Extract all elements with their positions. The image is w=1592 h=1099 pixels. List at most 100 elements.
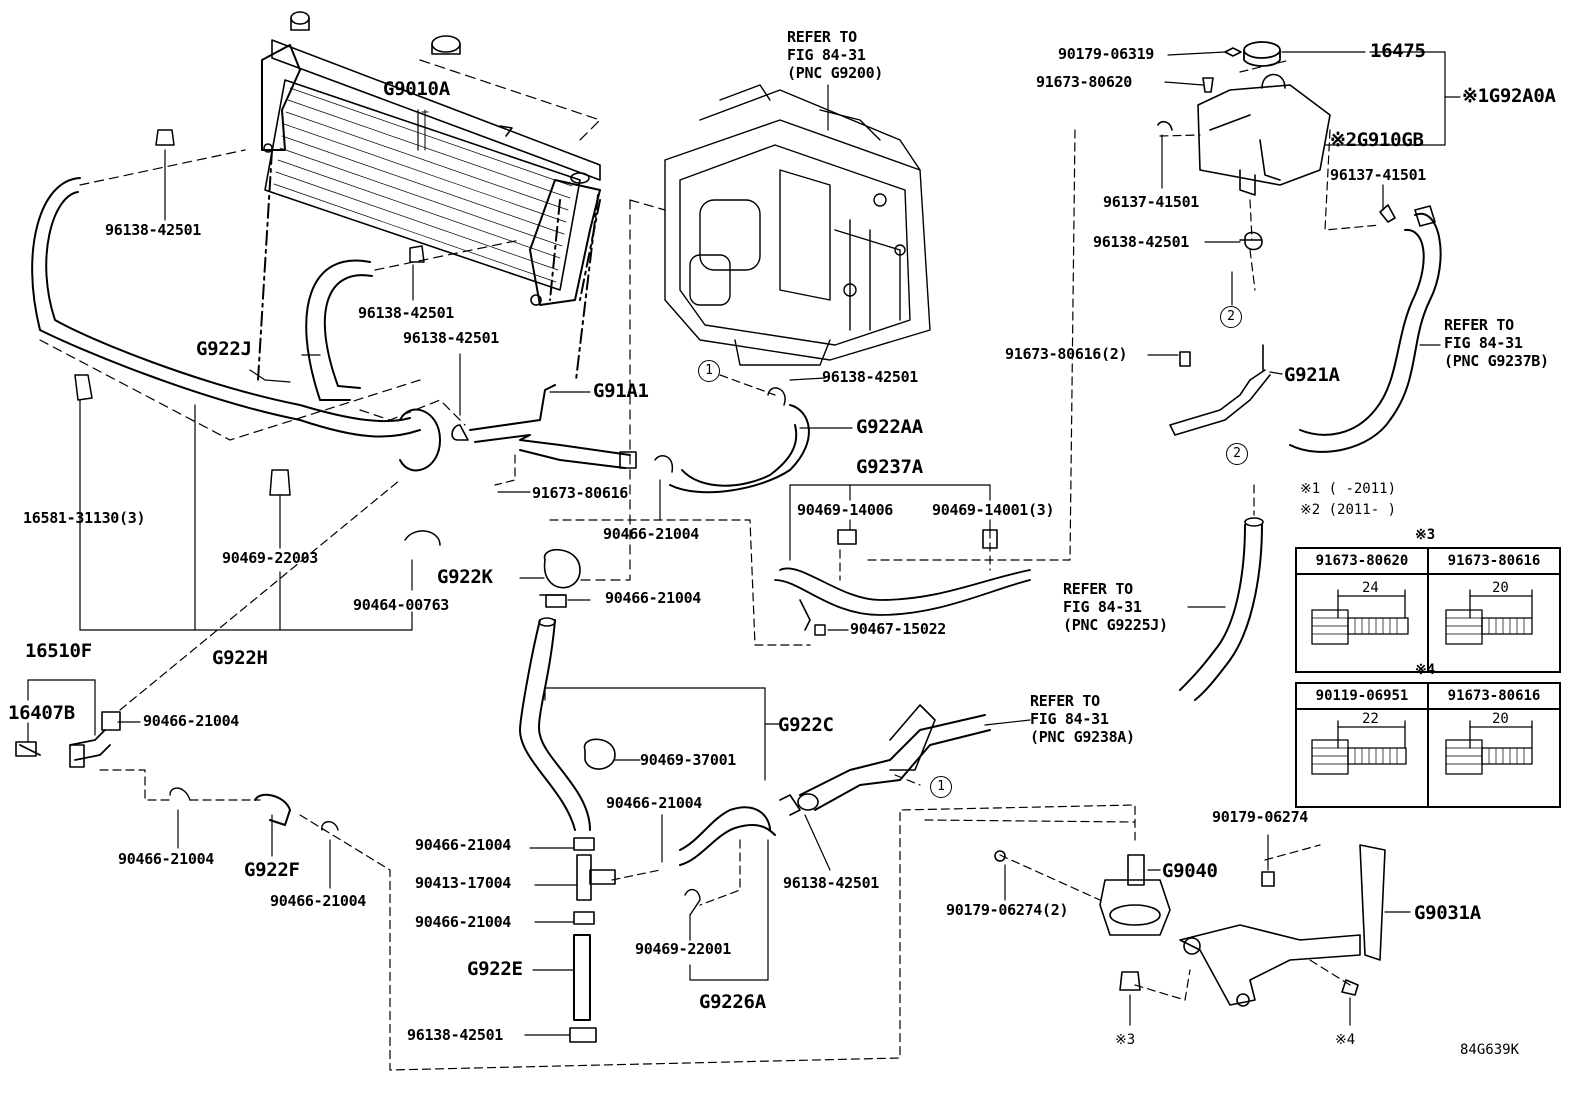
diagram-code: 84G639K xyxy=(1460,1042,1520,1058)
ref-line: REFER TO xyxy=(1444,316,1514,334)
part-number-label: 90466-21004 xyxy=(606,794,703,812)
ref-line: REFER TO xyxy=(787,28,857,46)
bolt-part-number: 91673-80616 xyxy=(1427,682,1561,710)
callout-g922h: G922H xyxy=(212,647,268,669)
footnote-ref-star4: ※4 xyxy=(1335,1032,1356,1048)
bolt-length: 20 xyxy=(1492,711,1509,727)
ref-line: REFER TO xyxy=(1063,580,1133,598)
bolt-length: 24 xyxy=(1362,580,1379,596)
bolt-illustration-cell xyxy=(1295,708,1429,808)
reference-g9225j: REFER TO FIG 84-31 (PNC G9225J) xyxy=(1063,580,1168,634)
callout-g9031a: G9031A xyxy=(1414,902,1481,924)
part-number-label: 90469-22003 xyxy=(222,549,319,567)
ref-line: FIG 84-31 xyxy=(787,46,866,64)
pump-drawing xyxy=(1099,844,1386,1007)
part-number-label: 91673-80616 xyxy=(532,484,629,502)
bolt-illustration-cell xyxy=(1427,708,1561,808)
part-number-label: 90466-21004 xyxy=(118,850,215,868)
part-number-label: 96138-42501 xyxy=(407,1026,504,1044)
hose-g9225j xyxy=(1179,524,1263,701)
bolt-length: 22 xyxy=(1362,711,1379,727)
ref-line: (PNC G9225J) xyxy=(1063,616,1168,634)
part-number-label: 90466-21004 xyxy=(605,589,702,607)
part-number-label: 96138-42501 xyxy=(403,329,500,347)
part-number-label: 90179-06274(2) xyxy=(946,901,1069,919)
radiator-drawing xyxy=(261,11,601,306)
ref-line: (PNC G9238A) xyxy=(1030,728,1135,746)
part-number-label: 91673-80616(2) xyxy=(1005,345,1128,363)
callout-g922c: G922C xyxy=(778,714,834,736)
part-number-label: 90466-21004 xyxy=(415,913,512,931)
part-number-label: 90469-22001 xyxy=(635,940,732,958)
part-number-label: 96138-42501 xyxy=(783,874,880,892)
callout-16510f: 16510F xyxy=(25,640,92,662)
part-number-label: 16581-31130(3) xyxy=(23,509,146,527)
footnote-2: ※2 (2011- ) xyxy=(1300,502,1397,518)
part-number-label: 96138-42501 xyxy=(358,304,455,322)
hose-g922aa xyxy=(669,404,810,494)
part-number-label: 96138-42501 xyxy=(105,221,202,239)
callout-g922j: G922J xyxy=(196,338,252,360)
bolt-table-3: 91673-80620 91673-80616 xyxy=(1295,547,1561,673)
part-number-label: 90469-14006 xyxy=(797,501,894,519)
callout-g9010a: G9010A xyxy=(383,78,450,100)
part-number-label: 90179-06319 xyxy=(1058,45,1155,63)
circle-marker-1: 1 xyxy=(698,360,720,382)
pipe-g91a1 xyxy=(469,384,631,469)
part-number-label: 90469-37001 xyxy=(640,751,737,769)
hose-g9237a xyxy=(774,567,1031,616)
bolt-part-number: 91673-80620 xyxy=(1295,547,1429,575)
callout-g9226a: G9226A xyxy=(699,991,766,1013)
leader-lines xyxy=(27,51,1461,1036)
reference-g9238a: REFER TO FIG 84-31 (PNC G9238A) xyxy=(1030,692,1135,746)
part-number-label: 90464-00763 xyxy=(353,596,450,614)
ref-line: FIG 84-31 xyxy=(1063,598,1142,616)
part-number-label: 90466-21004 xyxy=(415,836,512,854)
valve-g922k xyxy=(543,548,581,589)
part-number-label: 90413-17004 xyxy=(415,874,512,892)
part-number-label: 91673-80620 xyxy=(1036,73,1133,91)
part-number-label: 90466-21004 xyxy=(603,525,700,543)
circle-marker-1: 1 xyxy=(930,776,952,798)
hose-g922e xyxy=(573,934,591,1021)
ref-line: (PNC G9237B) xyxy=(1444,352,1549,370)
hose-g922j xyxy=(305,259,371,401)
part-number-label: 96137-41501 xyxy=(1103,193,1200,211)
ref-line: REFER TO xyxy=(1030,692,1100,710)
callout-16475: 16475 xyxy=(1370,40,1426,62)
bolt-illustration-cell xyxy=(1295,573,1429,673)
hose-g9237b xyxy=(1289,212,1442,453)
circle-marker-2: 2 xyxy=(1226,443,1248,465)
reference-g9237b: REFER TO FIG 84-31 (PNC G9237B) xyxy=(1444,316,1549,370)
reservoir-drawing xyxy=(1197,73,1331,196)
ref-line: (PNC G9200) xyxy=(787,64,884,82)
bolt-table-4: 90119-06951 91673-80616 xyxy=(1295,682,1561,808)
bolt-length: 20 xyxy=(1492,580,1509,596)
callout-g910gb: ※2G910GB xyxy=(1330,129,1424,151)
callout-g922e: G922E xyxy=(467,958,523,980)
hose-g922f xyxy=(254,793,291,826)
inverter-drawing xyxy=(579,84,931,581)
part-number-label: 90469-14001(3) xyxy=(932,501,1055,519)
callout-16407b: 16407B xyxy=(8,702,75,724)
circle-marker-2: 2 xyxy=(1220,306,1242,328)
bracket-g921a xyxy=(1169,369,1271,436)
callout-g91a1: G91A1 xyxy=(593,380,649,402)
hose-g922h xyxy=(31,149,441,472)
footnote-1: ※1 ( -2011) xyxy=(1300,481,1397,497)
callout-g92a0a: ※1G92A0A xyxy=(1462,85,1556,107)
footnote-ref-star3: ※3 xyxy=(1115,1032,1136,1048)
part-number-label: 96138-42501 xyxy=(1093,233,1190,251)
bolt-illustration-cell xyxy=(1427,573,1561,673)
hose-g922c xyxy=(519,619,591,831)
bolt-part-number: 91673-80616 xyxy=(1427,547,1561,575)
pipe-g9238a xyxy=(799,714,991,811)
part-number-label: 90466-21004 xyxy=(270,892,367,910)
hose-clamps xyxy=(74,129,1263,636)
mount-lines xyxy=(257,149,601,381)
part-number-label: 96137-41501 xyxy=(1330,166,1427,184)
callout-g922k: G922K xyxy=(437,566,493,588)
part-number-label: 96138-42501 xyxy=(822,368,919,386)
hose-g9226a xyxy=(679,806,776,866)
